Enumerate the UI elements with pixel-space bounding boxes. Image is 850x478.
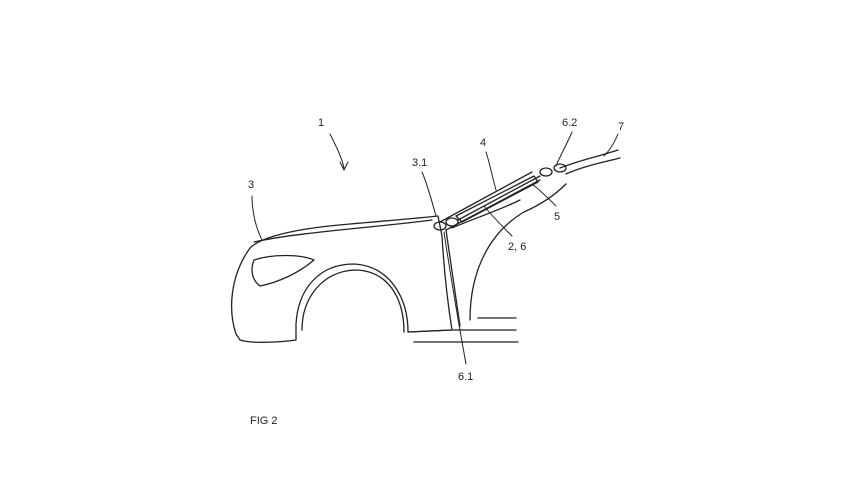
tether-strap — [457, 175, 541, 221]
front-anchor-ring-2 — [445, 217, 459, 227]
leader-1-arrowhead — [339, 161, 349, 172]
label-6-1: 6.1 — [458, 371, 473, 383]
label-6-2: 6.2 — [562, 117, 577, 129]
wheel-arch — [301, 269, 405, 333]
door-window-curve — [469, 183, 567, 321]
leader-6-1 — [443, 231, 467, 365]
label-4: 4 — [480, 137, 486, 149]
label-5: 5 — [554, 211, 560, 223]
roof-line-lower — [565, 157, 621, 175]
leader-3 — [251, 195, 263, 241]
label-3: 3 — [248, 179, 254, 191]
rear-anchor-ring-2 — [553, 163, 567, 173]
label-2-6: 2, 6 — [508, 241, 526, 253]
leader-7 — [603, 133, 619, 157]
front-anchor-ring — [433, 221, 447, 231]
airbag-module — [455, 175, 539, 223]
leader-1 — [329, 133, 345, 169]
a-pillar-front-edge — [445, 229, 461, 327]
pillar-strut-upper — [439, 171, 533, 223]
sill-line — [407, 329, 517, 333]
leader-2-6 — [483, 205, 513, 237]
label-1: 1 — [318, 117, 324, 129]
front-body-outline — [231, 215, 453, 343]
headlamp — [251, 254, 315, 287]
rear-anchor-ring — [539, 167, 553, 177]
label-3-1: 3.1 — [412, 157, 427, 169]
leader-6-2 — [555, 131, 573, 167]
label-7: 7 — [618, 121, 624, 133]
leader-4 — [485, 151, 497, 191]
leader-5 — [531, 183, 557, 207]
hood-top-line — [253, 219, 433, 243]
a-pillar-rear-edge — [451, 199, 521, 229]
figure-caption: FIG 2 — [250, 415, 278, 427]
leader-3-1 — [421, 171, 437, 217]
